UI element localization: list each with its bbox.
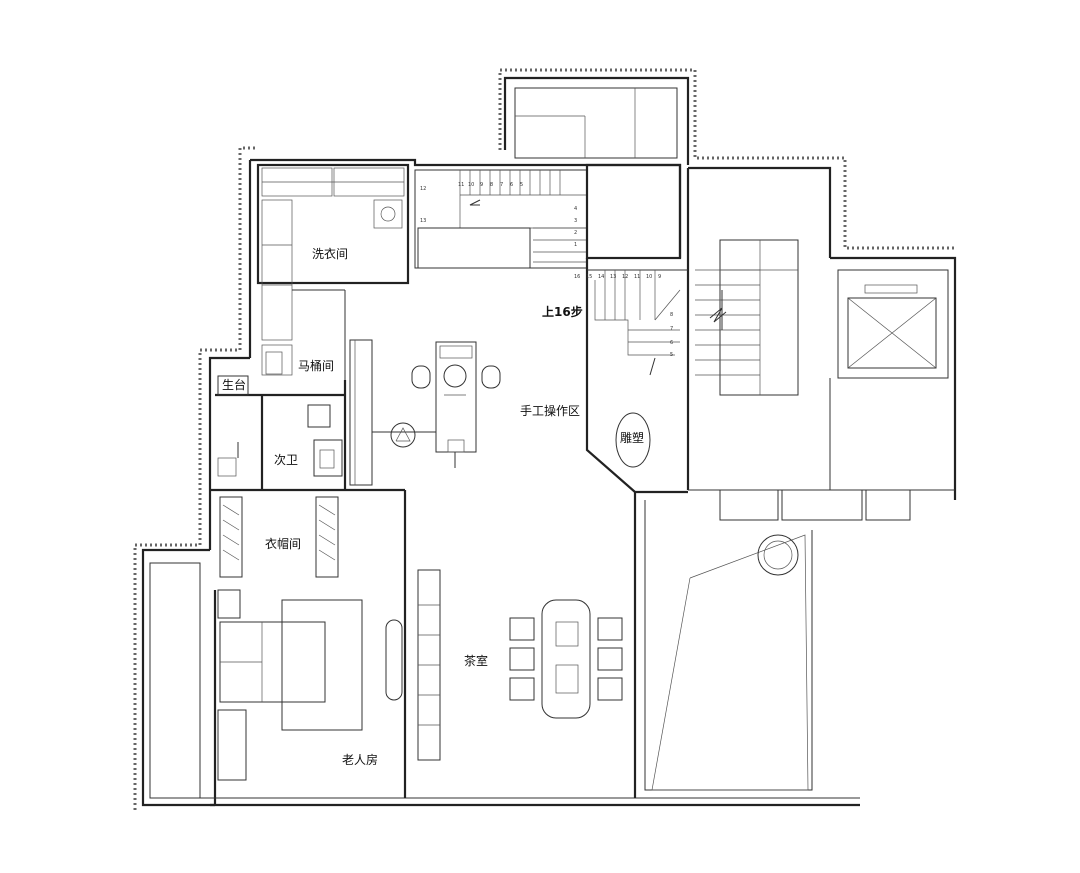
second-bathroom: [210, 375, 405, 492]
room-label-toilet: 马桶间: [298, 359, 335, 373]
svg-text:10: 10: [468, 182, 474, 188]
svg-text:9: 9: [480, 182, 483, 188]
svg-text:4: 4: [574, 206, 577, 212]
svg-text:12: 12: [420, 186, 426, 192]
svg-text:16: 16: [574, 274, 580, 280]
svg-text:1: 1: [574, 242, 577, 248]
svg-text:10: 10: [646, 274, 652, 280]
courtyard: [644, 500, 813, 791]
svg-text:6: 6: [670, 340, 673, 346]
tea-room: [417, 492, 637, 798]
svg-text:5: 5: [670, 352, 673, 358]
room-label-elder-room: 老人房: [342, 753, 379, 767]
svg-text:5: 5: [520, 182, 523, 188]
room-label-sculpture: 雕塑: [620, 431, 645, 445]
room-label-craft-area: 手工操作区: [520, 404, 581, 418]
room-label-cloakroom: 衣帽间: [265, 537, 302, 551]
svg-text:13: 13: [610, 274, 616, 280]
upper-stair: 11 10 9 8 7 6 5 4 3 2 1 12 13: [414, 169, 588, 269]
svg-text:8: 8: [670, 312, 673, 318]
svg-text:6: 6: [510, 182, 513, 188]
svg-text:14: 14: [598, 274, 604, 280]
svg-text:2: 2: [574, 230, 577, 236]
top-void: [514, 87, 678, 159]
svg-text:15: 15: [586, 274, 592, 280]
room-label-laundry: 洗衣间: [312, 247, 349, 261]
svg-text:7: 7: [500, 182, 503, 188]
svg-text:13: 13: [420, 218, 426, 224]
svg-text:12: 12: [622, 274, 628, 280]
room-label-balcony: 生台: [222, 378, 247, 392]
svg-text:9: 9: [658, 274, 661, 280]
laundry-room: [256, 163, 410, 380]
lower-stair: 16 15 14 13 12 11 10 9 8 7 6 5: [574, 258, 688, 494]
svg-text:8: 8: [490, 182, 493, 188]
craft-furniture: [349, 339, 501, 486]
svg-text:7: 7: [670, 326, 673, 332]
room-label-second-bath: 次卫: [274, 453, 299, 467]
svg-text:11: 11: [634, 274, 640, 280]
elder-room: [149, 490, 407, 799]
right-wing: [585, 163, 957, 521]
svg-text:3: 3: [574, 218, 577, 224]
svg-text:11: 11: [458, 182, 464, 188]
upper-stair-treads: [460, 170, 587, 263]
room-label-tea-room: 茶室: [464, 654, 489, 668]
stair-note: 上16步: [542, 305, 583, 319]
earth-hatch: [133, 68, 955, 810]
